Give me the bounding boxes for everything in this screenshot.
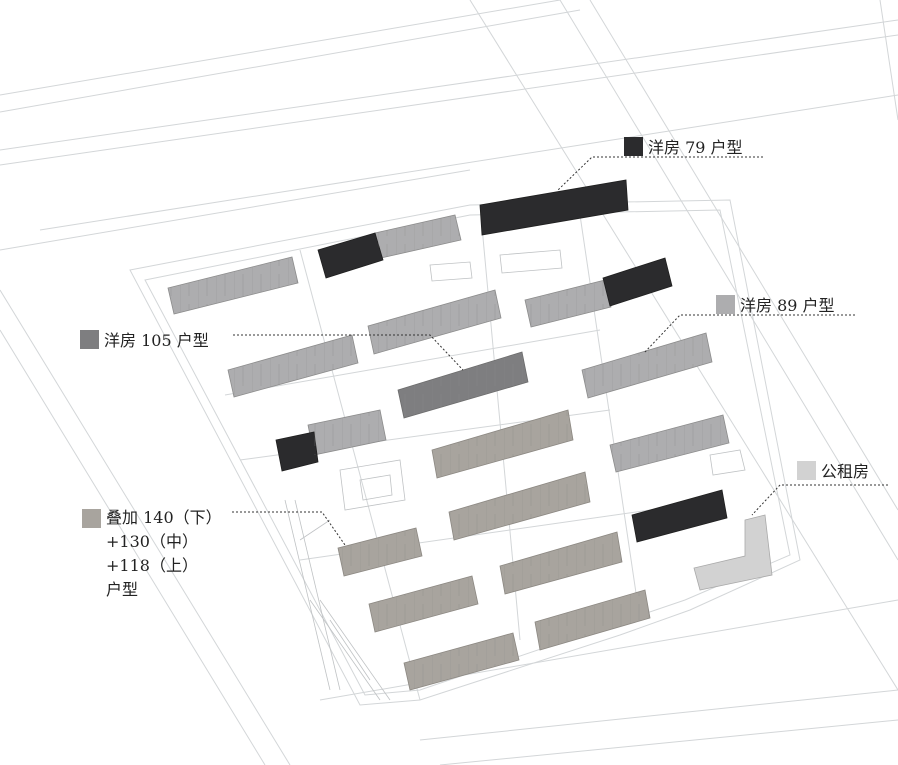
building [317,232,384,279]
legend-row: 叠加 140（下） [82,506,222,530]
legend-label: 洋房 89 户型 [740,296,835,315]
leader-lines [232,156,888,546]
legend-swatch [624,136,643,156]
legend-label: 洋房 79 户型 [648,138,743,157]
legend-swatch [716,294,735,314]
legend-label-line: +130（中） [106,532,198,551]
building-texture [168,215,729,690]
legend-swatch [80,329,99,349]
buildings-yang79 [275,179,728,543]
legend-swatch [82,508,101,528]
legend-label: 公租房 [821,462,870,481]
legend-label-line: 户型 [106,580,139,599]
legend-diejia: 叠加 140（下） +130（中） +118（上） 户型 [82,506,222,602]
building-gongzu [693,514,773,591]
legend-label: 洋房 105 户型 [104,331,209,350]
buildings-yang89 [167,214,730,473]
building [602,257,673,307]
legend-yang89: 洋房 89 户型 [716,292,835,316]
entrance-detail [284,249,746,701]
legend-yang105: 洋房 105 户型 [80,327,209,351]
legend-label: 叠加 140（下） [106,508,222,527]
building [479,179,629,236]
legend-label-line: +118（上） [106,556,198,575]
legend-gongzu: 公租房 [797,458,869,482]
legend-swatch [797,460,816,480]
building [631,489,728,543]
legend-yang79: 洋房 79 户型 [624,134,743,158]
building [275,431,319,472]
